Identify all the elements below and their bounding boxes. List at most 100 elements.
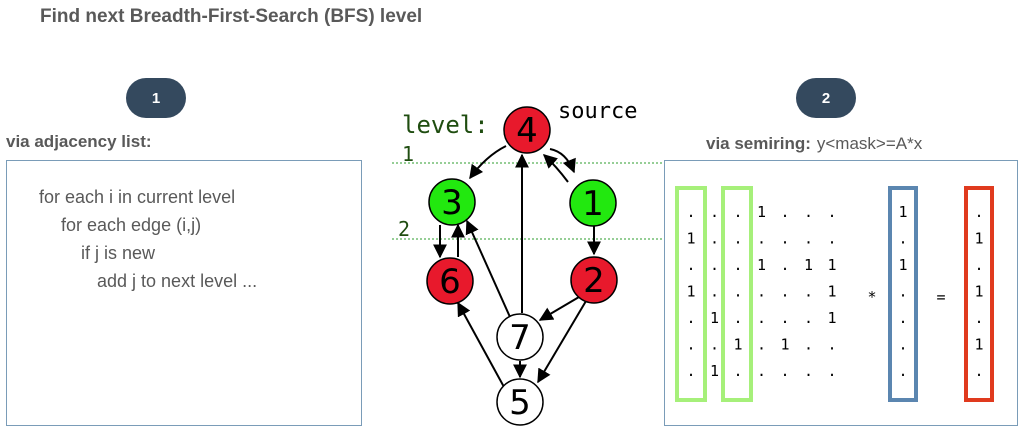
matrix-cell: . xyxy=(733,362,742,380)
matrix-cell: 1 xyxy=(710,309,719,327)
matrix-cell: 1 xyxy=(827,256,836,274)
matrix-cell: . xyxy=(710,203,719,221)
vector-x-cell: . xyxy=(898,336,907,354)
semiring-formula: y<mask>=A*x xyxy=(816,134,923,153)
matrix-cell: . xyxy=(780,309,789,327)
vector-y-box xyxy=(964,186,994,402)
matrix-cell: 1 xyxy=(827,309,836,327)
node-7 xyxy=(496,313,544,361)
level-2-label: 2 xyxy=(398,217,410,241)
adjacency-heading: via adjacency list: xyxy=(6,132,152,151)
matrix-cell: . xyxy=(710,283,719,301)
matrix-cell: 1 xyxy=(804,256,813,274)
level-1-label: 1 xyxy=(402,142,414,166)
semiring-heading: via semiring: y<mask>=A*x xyxy=(706,134,922,154)
matrix-cell: . xyxy=(827,230,836,248)
matrix-cell: . xyxy=(733,283,742,301)
equals-operator: = xyxy=(936,288,945,306)
edge-4-3 xyxy=(469,145,507,180)
matrix-cell: 1 xyxy=(710,362,719,380)
vector-y-cell: . xyxy=(974,362,983,380)
node-6 xyxy=(426,257,474,305)
level-label: level: xyxy=(402,111,489,139)
code-line-2: for each edge (i,j) xyxy=(61,215,202,235)
matrix-cell: 1 xyxy=(757,256,766,274)
matrix-cell: 1 xyxy=(686,230,695,248)
step-badge-2: 2 xyxy=(796,78,856,118)
matrix-cell: . xyxy=(733,203,742,221)
vector-x-cell: . xyxy=(898,283,907,301)
matrix-cell: . xyxy=(686,203,695,221)
vector-y-cell: . xyxy=(974,309,983,327)
vector-y-cell: . xyxy=(974,203,983,221)
matrix-cell: . xyxy=(780,256,789,274)
matrix-cell: . xyxy=(686,256,695,274)
vector-x-cell: . xyxy=(898,230,907,248)
matrix-cell: . xyxy=(804,283,813,301)
edge-2-7 xyxy=(538,296,580,321)
vector-x-cell: . xyxy=(898,362,907,380)
node-3 xyxy=(428,178,476,226)
vector-x-cell: 1 xyxy=(898,203,907,221)
code-line-3: if j is new xyxy=(81,243,156,263)
node-5 xyxy=(496,378,544,426)
matrix-cell: . xyxy=(757,283,766,301)
matrix-cell: . xyxy=(780,283,789,301)
node-3-label: 3 xyxy=(441,183,463,223)
matrix-cell: . xyxy=(686,309,695,327)
node-2-label: 2 xyxy=(583,261,605,301)
matrix-cell: . xyxy=(780,230,789,248)
source-label: source xyxy=(558,99,637,124)
node-1 xyxy=(569,179,617,227)
edge-1-4 xyxy=(542,154,569,183)
mask-column-3 xyxy=(721,186,753,402)
edge-2-5 xyxy=(537,300,587,384)
matrix-cell: . xyxy=(757,336,766,354)
matrix-cell: . xyxy=(686,336,695,354)
matrix-cell: . xyxy=(804,336,813,354)
adjacency-panel: for each i in current level for each edg… xyxy=(6,160,362,426)
node-7-label: 7 xyxy=(509,318,531,358)
step-badge-1: 1 xyxy=(126,78,186,118)
matrix-cell: . xyxy=(804,203,813,221)
matrix-cell: . xyxy=(686,362,695,380)
matrix-cell: . xyxy=(757,362,766,380)
times-operator: * xyxy=(867,288,876,306)
matrix-cell: . xyxy=(710,336,719,354)
matrix-cell: . xyxy=(733,309,742,327)
matrix-cell: . xyxy=(780,362,789,380)
matrix-cell: . xyxy=(733,256,742,274)
matrix-cell: . xyxy=(757,309,766,327)
matrix-cell: 1 xyxy=(686,283,695,301)
vector-y-cell: 1 xyxy=(974,283,983,301)
page-title: Find next Breadth-First-Search (BFS) lev… xyxy=(40,6,423,27)
code-line-4: add j to next level ... xyxy=(97,271,258,291)
matrix-cell: 1 xyxy=(757,203,766,221)
edge-4-1 xyxy=(549,148,576,174)
vector-y-cell: . xyxy=(974,256,983,274)
matrix-cell: . xyxy=(827,336,836,354)
node-4 xyxy=(503,106,551,154)
matrix-cell: 1 xyxy=(827,283,836,301)
matrix-cell: . xyxy=(827,203,836,221)
vector-y-cell: 1 xyxy=(974,336,983,354)
vector-y-cell: 1 xyxy=(974,230,983,248)
matrix-cell: 1 xyxy=(780,336,789,354)
matrix-cell: . xyxy=(804,362,813,380)
code-line-1: for each i in current level xyxy=(39,187,236,207)
mask-column-1 xyxy=(675,186,707,402)
matrix-cell: . xyxy=(780,203,789,221)
matrix-cell: . xyxy=(710,256,719,274)
matrix-cell: . xyxy=(804,230,813,248)
vector-y: . 1. 1. 1. xyxy=(974,203,983,380)
node-6-label: 6 xyxy=(439,262,461,302)
node-5-label: 5 xyxy=(509,383,531,423)
matrix-cell: 1 xyxy=(733,336,742,354)
matrix-cell: . xyxy=(827,362,836,380)
vector-x-cell: 1 xyxy=(898,256,907,274)
matrix-cell: . xyxy=(804,309,813,327)
semiring-heading-text: via semiring: xyxy=(706,134,811,153)
